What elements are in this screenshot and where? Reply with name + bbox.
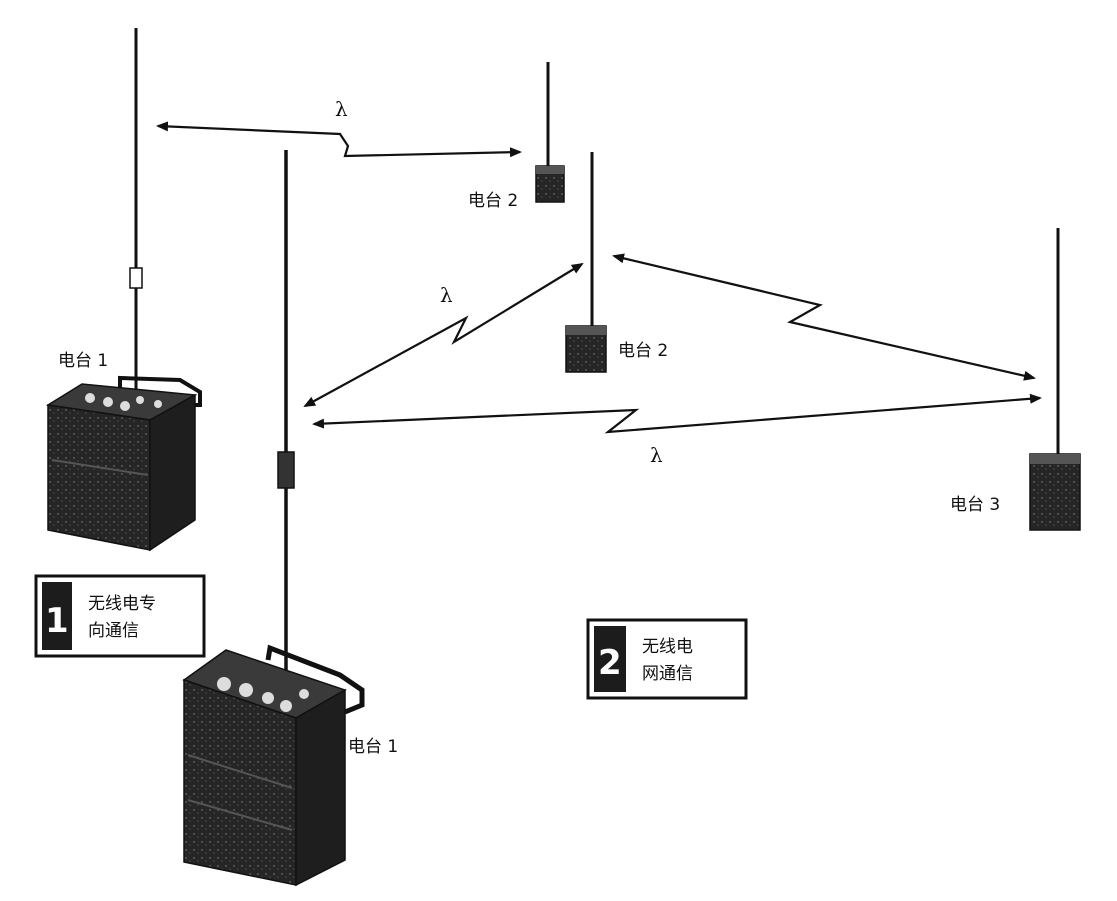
wavelength-symbol: λ bbox=[440, 283, 453, 307]
station-label: 电台 3 bbox=[950, 495, 1000, 515]
station-label: 电台 2 bbox=[618, 341, 668, 361]
wavelength-symbol: λ bbox=[335, 97, 348, 121]
figure-number: 2 bbox=[598, 643, 622, 683]
station-label: 电台 1 bbox=[348, 737, 398, 757]
figure-1: 电台 2 电台 1 λ 1 无线电专 向通信 bbox=[34, 28, 565, 658]
figure-number: 1 bbox=[45, 601, 69, 641]
wavelength-symbol: λ bbox=[650, 443, 663, 467]
radio-set-station-3 bbox=[1029, 228, 1081, 531]
radio-set-station-1 bbox=[182, 150, 365, 887]
radio-link-arrow bbox=[303, 262, 584, 407]
caption-line: 无线电 bbox=[642, 637, 693, 657]
radio-link-arrow bbox=[312, 393, 1042, 434]
figure-1-caption: 1 无线电专 向通信 bbox=[34, 574, 206, 658]
radio-link-arrow bbox=[156, 121, 522, 158]
radio-set-far bbox=[535, 62, 565, 203]
caption-line: 向通信 bbox=[88, 621, 139, 641]
caption-line: 无线电专 bbox=[88, 594, 156, 614]
station-label: 电台 2 bbox=[468, 191, 518, 211]
radio-set-station-2 bbox=[565, 152, 607, 373]
caption-line: 网通信 bbox=[642, 664, 693, 684]
station-label: 电台 1 bbox=[58, 351, 108, 371]
radio-link-arrow bbox=[612, 253, 1036, 381]
figure-2-caption: 2 无线电 网通信 bbox=[586, 618, 748, 700]
figure-2: 电台 1 电台 2 电台 3 λ λ 2 无线电 网通信 bbox=[182, 150, 1081, 887]
radio-set-near bbox=[45, 28, 202, 552]
